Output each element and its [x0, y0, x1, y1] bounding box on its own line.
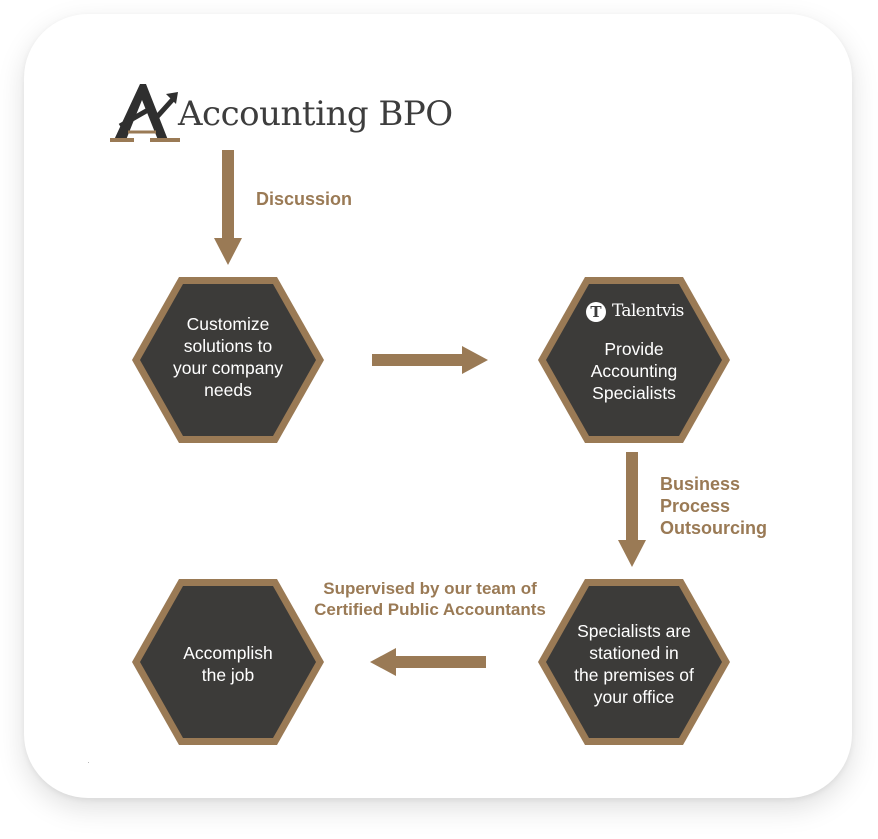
step-provide-line-3: Specialists	[592, 383, 676, 403]
bpo-label-line-1: Business	[660, 474, 741, 494]
step-customize-line-3: your company	[173, 358, 283, 378]
step-customize-line-4: needs	[204, 380, 252, 400]
step-accomplish-line-2: the job	[201, 665, 255, 685]
step-accomplish-line-1: Accomplish	[183, 643, 273, 663]
step-provide-line-1: Provide	[604, 339, 664, 359]
step-customize-line-2: solutions to	[183, 336, 273, 356]
accounting-bpo-logo-icon	[110, 84, 180, 142]
step-customize-hexagon: Customize solutions to your company need…	[130, 275, 326, 445]
talentvis-mark-icon: T	[586, 302, 606, 322]
down-arrow-bpo	[618, 452, 646, 567]
step-specialists-line-2: stationed in	[589, 643, 679, 663]
accounting-bpo-logo: Accounting BPO	[110, 74, 453, 146]
bpo-label-line-3: Outsourcing	[660, 518, 767, 538]
step-specialists-line-1: Specialists are	[577, 621, 691, 641]
step-specialists-line-4: your office	[593, 687, 675, 707]
step-provide-hexagon: T Talentvis Provide Accounting Specialis…	[536, 275, 732, 445]
talentvis-name: Talentvis	[612, 301, 684, 321]
supervised-label-line-1: Supervised by our team of	[323, 579, 537, 598]
left-arrow	[370, 648, 486, 676]
supervised-label-line-2: Certified Public Accountants	[314, 600, 546, 619]
discussion-label: Discussion	[256, 189, 353, 209]
right-arrow	[372, 346, 488, 374]
talentvis-logo: T Talentvis	[586, 301, 686, 325]
logo-name: Accounting BPO	[178, 94, 453, 134]
step-specialists-hexagon: Specialists are stationed in the premise…	[536, 577, 732, 747]
bpo-label-line-2: Process	[660, 496, 731, 516]
step-specialists-line-3: the premises of	[574, 665, 694, 685]
step-provide-line-2: Accounting	[590, 361, 678, 381]
down-arrow-discussion	[214, 150, 242, 265]
stray-dot	[88, 762, 89, 763]
step-customize-line-1: Customize	[186, 314, 270, 334]
step-accomplish-hexagon: Accomplish the job	[130, 577, 326, 747]
